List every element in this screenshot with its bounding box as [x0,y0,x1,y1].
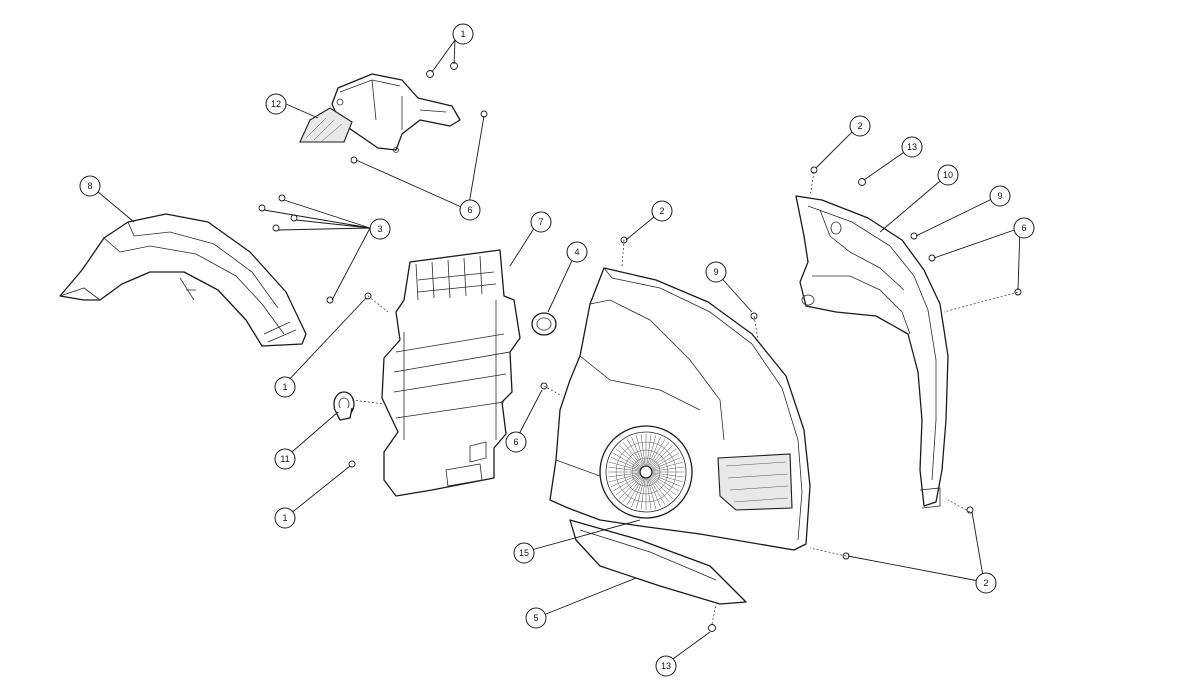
callout-bubble-2a: 2 [651,200,673,222]
part-7-inner-panel [381,249,521,497]
svg-text:3: 3 [377,224,382,234]
fastener-3b [258,204,266,212]
svg-text:12: 12 [271,99,281,109]
fastener-3a [278,194,286,202]
svg-text:6: 6 [467,205,472,215]
callout-bubble-4: 4 [566,241,588,263]
svg-text:7: 7 [538,217,543,227]
svg-text:6: 6 [513,437,518,447]
part-10-pillar-trim [795,195,949,509]
svg-text:1: 1 [282,513,287,523]
assembly-lines [351,171,1019,625]
part-4-grommet [531,312,557,336]
fastener-13a [708,624,716,632]
svg-text:9: 9 [713,267,718,277]
callout-bubble-3: 3 [369,218,391,240]
svg-text:2: 2 [857,121,862,131]
callout-bubble-6c: 6 [1013,217,1035,239]
fastener-1a [426,70,434,78]
svg-text:5: 5 [533,613,538,623]
callout-bubble-6a: 6 [459,199,481,221]
svg-text:2: 2 [659,206,664,216]
svg-text:9: 9 [997,191,1002,201]
part-12-bracket [299,73,461,153]
part-8-wheel-arch [59,213,307,347]
svg-text:2: 2 [983,578,988,588]
callout-bubble-2b: 2 [849,115,871,137]
callout-bubble-1c: 1 [274,507,296,529]
svg-text:4: 4 [574,247,579,257]
fastener-3e [326,296,334,304]
part-15-speaker [599,425,693,519]
callout-bubble-11: 11 [274,448,296,470]
callout-bubble-1a: 1 [452,23,474,45]
leader-lines [90,39,1021,665]
svg-text:13: 13 [661,661,671,671]
svg-text:1: 1 [460,29,465,39]
main-side-panel [549,267,811,605]
callout-bubble-1b: 1 [274,376,296,398]
callout-bubble-15: 15 [513,542,535,564]
callout-bubble-6b: 6 [505,431,527,453]
svg-text:11: 11 [280,454,289,464]
callout-bubble-13b: 13 [901,136,923,158]
callout-bubble-12: 12 [265,93,287,115]
callout-bubble-2c: 2 [975,572,997,594]
fastener-13b [858,178,866,186]
svg-text:6: 6 [1021,223,1026,233]
svg-text:8: 8 [87,181,92,191]
fastener-3d [272,224,280,232]
callout-bubble-8: 8 [79,175,101,197]
svg-text:10: 10 [943,170,953,180]
callout-bubble-9b: 9 [989,185,1011,207]
callout-bubble-9a: 9 [705,261,727,283]
callouts: 1 12 6 8 3 1 11 1 7 4 2 9 6 15 5 13 2 13… [79,23,1035,677]
part-11-cap [333,391,355,421]
svg-text:13: 13 [907,142,917,152]
callout-bubble-10: 10 [937,164,959,186]
svg-text:15: 15 [519,548,529,558]
fasteners [258,62,1022,632]
callout-bubble-13a: 13 [655,655,677,677]
fastener-1e [348,460,356,468]
callout-bubble-7: 7 [530,211,552,233]
callout-bubble-5: 5 [525,607,547,629]
svg-text:1: 1 [282,382,287,392]
